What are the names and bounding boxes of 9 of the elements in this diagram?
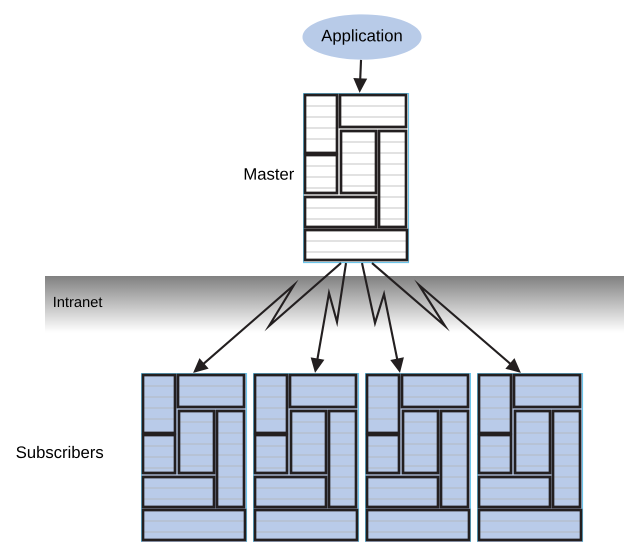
database-drawing — [141, 373, 248, 542]
node-caption: Master — [244, 168, 294, 180]
group-label: Subscribers — [16, 446, 104, 458]
database-drawing — [303, 93, 410, 264]
network-label: Intranet — [54, 296, 102, 308]
database-drawing — [365, 373, 472, 542]
ellipse-node: Application — [302, 14, 422, 60]
database-drawing — [253, 373, 360, 542]
database-drawing — [477, 373, 584, 542]
